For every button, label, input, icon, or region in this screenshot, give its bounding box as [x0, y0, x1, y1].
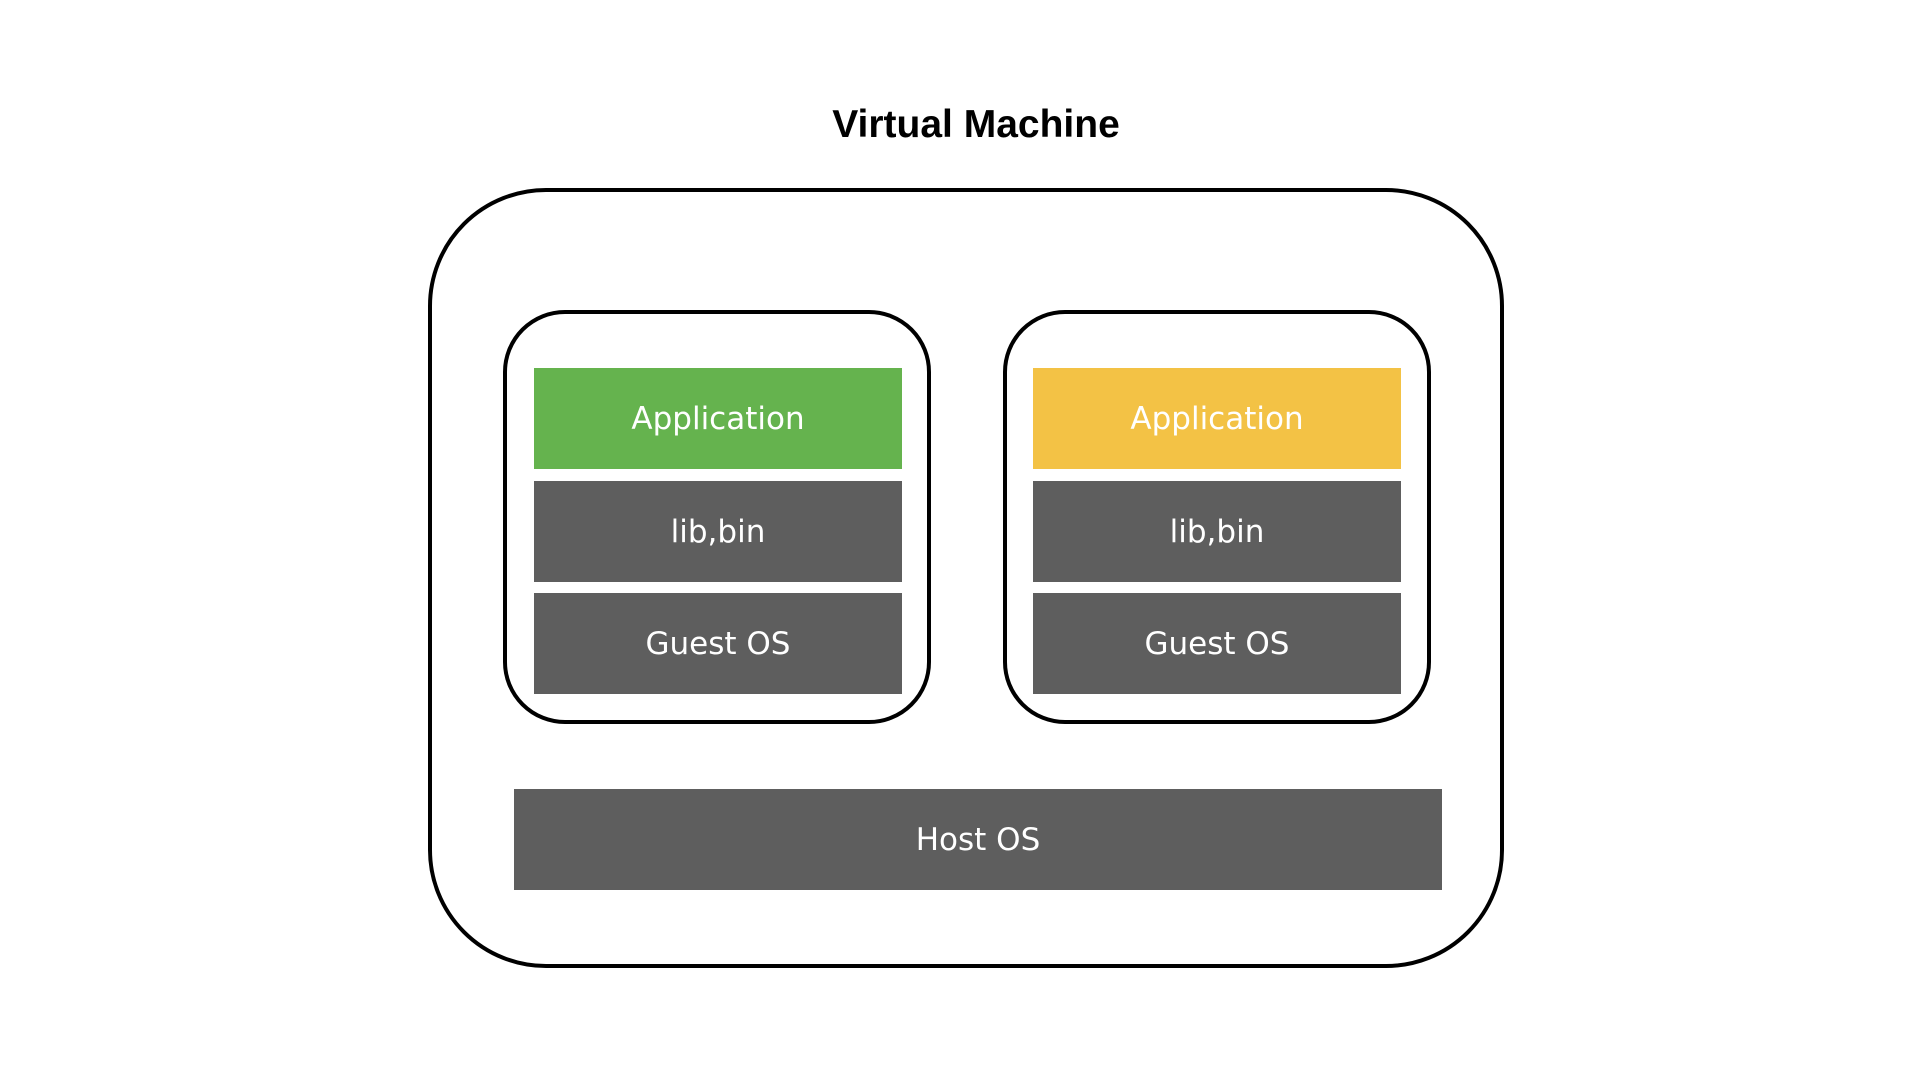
lib-bin-layer-left: lib,bin [534, 481, 902, 582]
vm-box-right [1003, 310, 1431, 724]
diagram-title: Virtual Machine [832, 103, 1120, 146]
guest-os-layer-left: Guest OS [534, 593, 902, 694]
application-layer-right: Application [1033, 368, 1401, 469]
application-layer-left: Application [534, 368, 902, 469]
host-machine-box [428, 188, 1504, 968]
guest-os-layer-right: Guest OS [1033, 593, 1401, 694]
lib-bin-layer-right: lib,bin [1033, 481, 1401, 582]
vm-box-left [503, 310, 931, 724]
host-os-layer: Host OS [514, 789, 1442, 890]
